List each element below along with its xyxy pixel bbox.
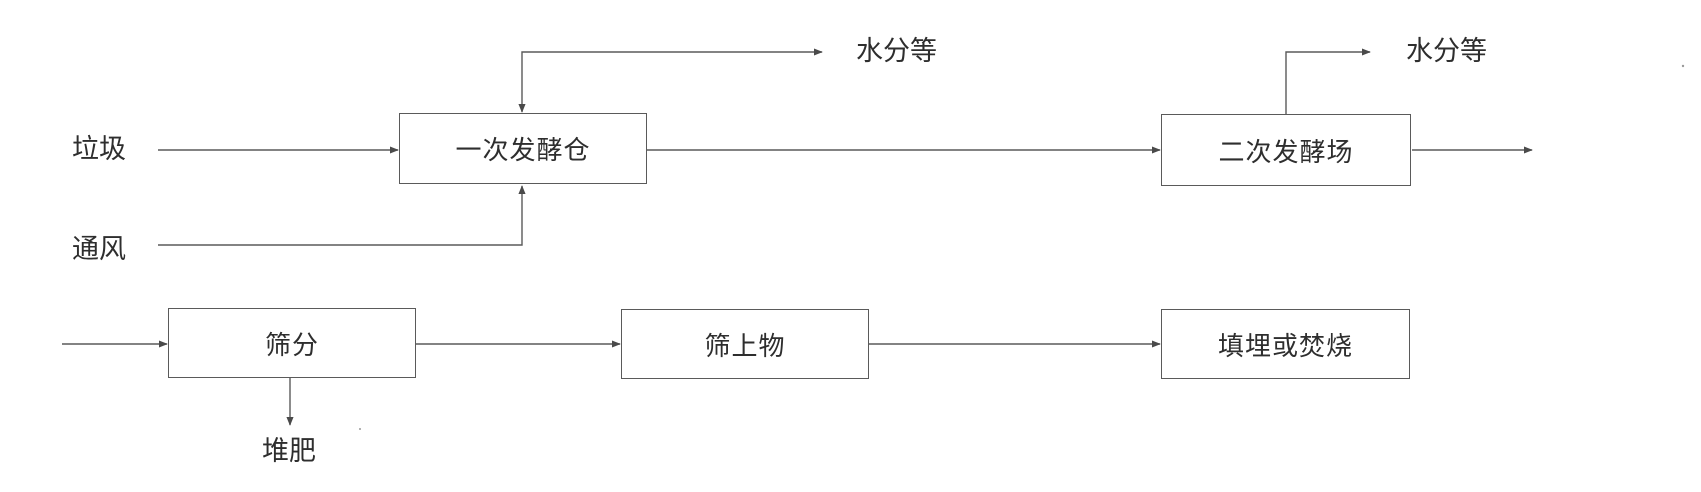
primary-fermentation-box: 一次发酵仓: [399, 113, 647, 184]
moisture-label-primary: 水分等: [856, 36, 937, 67]
scan-speck: [359, 428, 361, 430]
secondary-fermentation-box: 二次发酵场: [1161, 114, 1411, 186]
ventilation-to-primary-arrow: [158, 185, 526, 246]
oversize-box: 筛上物: [621, 309, 869, 379]
compost-label: 堆肥: [262, 436, 316, 467]
moisture-exhaust-secondary-arrow: [1285, 48, 1371, 114]
screening-box: 筛分: [168, 308, 416, 378]
moisture-exhaust-primary-arrow: [518, 48, 823, 113]
scan-speck: [1681, 64, 1685, 68]
landfill-or-incineration-box: 填埋或焚烧: [1161, 309, 1410, 379]
ventilation-label: 通风: [72, 234, 126, 265]
moisture-label-secondary: 水分等: [1406, 36, 1487, 67]
garbage-label: 垃圾: [72, 134, 126, 165]
